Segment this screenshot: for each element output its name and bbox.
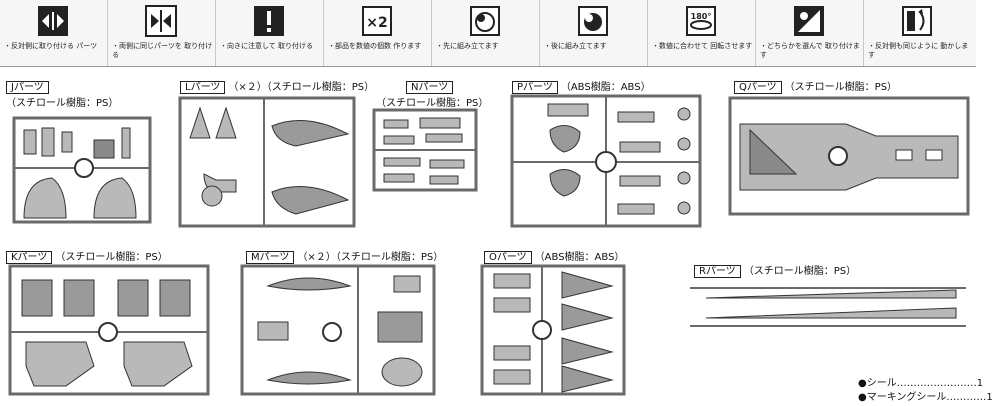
icon-legend: ・反対側に取り付ける パーツ ・両側に同じパーツを 取り付ける ・向きに注意して… bbox=[0, 0, 976, 67]
legend-text: ・反対側に取り付ける パーツ bbox=[4, 42, 98, 50]
part-label: Oパーツ bbox=[484, 251, 532, 264]
legend-text: ・部品を数値の個数 作ります bbox=[328, 42, 422, 50]
part-label: Jパーツ bbox=[6, 81, 49, 94]
legend-item-assemble-later: ・後に組み立てます bbox=[540, 0, 648, 66]
double-arrow-outward-icon bbox=[38, 6, 68, 36]
part-material: （×２）（スチロール樹脂：PS） bbox=[228, 82, 375, 93]
part-material: （スチロール樹脂：PS） bbox=[55, 252, 168, 263]
choose-one-icon bbox=[794, 6, 824, 36]
sprue-k bbox=[8, 264, 210, 396]
part-material: （スチロール樹脂：PS） bbox=[784, 82, 898, 93]
sprue-q bbox=[728, 96, 970, 216]
sprue-m bbox=[240, 264, 436, 396]
legend-item-opposite-side: ・反対側に取り付ける パーツ bbox=[0, 0, 108, 66]
legend-text: ・反対側も同じように 動かします bbox=[868, 42, 969, 59]
legend-text: ・どちらかを選んで 取り付けます bbox=[760, 42, 860, 59]
part-label: Kパーツ bbox=[6, 251, 53, 264]
part-material-sub: （スチロール樹脂：PS） bbox=[376, 98, 489, 109]
legend-text: ・先に組み立てます bbox=[436, 42, 499, 50]
part-material: （×２）（スチロール樹脂：PS） bbox=[297, 252, 444, 263]
part-material: （スチロール樹脂：PS） bbox=[743, 266, 857, 277]
part-label: Rパーツ bbox=[694, 265, 741, 278]
double-arrow-inward-icon bbox=[145, 5, 177, 37]
rotate-180-symbol: 180° bbox=[691, 12, 712, 21]
part-label: Qパーツ bbox=[734, 81, 782, 94]
legend-item-multiple: ×2 ・部品を数値の個数 作ります bbox=[324, 0, 432, 66]
assemble-first-icon bbox=[470, 6, 500, 36]
legend-item-assemble-first: ・先に組み立てます bbox=[432, 0, 540, 66]
sprue-j bbox=[12, 116, 152, 224]
legend-text: ・数値に合わせて 回転させます bbox=[652, 42, 753, 50]
sprue-n bbox=[372, 108, 478, 192]
part-label: Mパーツ bbox=[246, 251, 295, 264]
legend-item-rotate: 180° ・数値に合わせて 回転させます bbox=[648, 0, 756, 66]
part-label: Pパーツ bbox=[512, 81, 558, 94]
part-material-sub: （スチロール樹脂：PS） bbox=[6, 98, 119, 109]
sprue-p bbox=[510, 94, 702, 228]
legend-item-orientation: ・向きに注意して 取り付ける bbox=[216, 0, 324, 66]
part-label: Lパーツ bbox=[180, 81, 226, 94]
legend-text: ・後に組み立てます bbox=[544, 42, 607, 50]
assemble-later-icon bbox=[578, 6, 608, 36]
times-two-symbol: ×2 bbox=[366, 15, 387, 31]
mirror-move-icon bbox=[902, 6, 932, 36]
sprue-r bbox=[690, 287, 966, 327]
part-material: （ABS樹脂：ABS） bbox=[534, 252, 625, 263]
times-two-icon: ×2 bbox=[362, 6, 392, 36]
legend-item-mirror: ・反対側も同じように 動かします bbox=[864, 0, 976, 66]
legend-text: ・両側に同じパーツを 取り付ける bbox=[112, 42, 213, 59]
part-material: （ABS樹脂：ABS） bbox=[560, 82, 651, 93]
legend-item-both-sides: ・両側に同じパーツを 取り付ける bbox=[108, 0, 216, 66]
legend-text: ・向きに注意して 取り付ける bbox=[220, 42, 314, 50]
rotate-180-icon: 180° bbox=[686, 6, 716, 36]
exclamation-icon bbox=[254, 6, 284, 36]
part-label: Nパーツ bbox=[406, 81, 454, 94]
footer-seal: ●シール……………………1 bbox=[858, 378, 984, 389]
legend-item-choose: ・どちらかを選んで 取り付けます bbox=[756, 0, 864, 66]
sprue-o bbox=[480, 264, 626, 396]
footer-marking-seal: ●マーキングシール…………1 bbox=[858, 392, 993, 403]
sprue-l bbox=[178, 96, 356, 228]
